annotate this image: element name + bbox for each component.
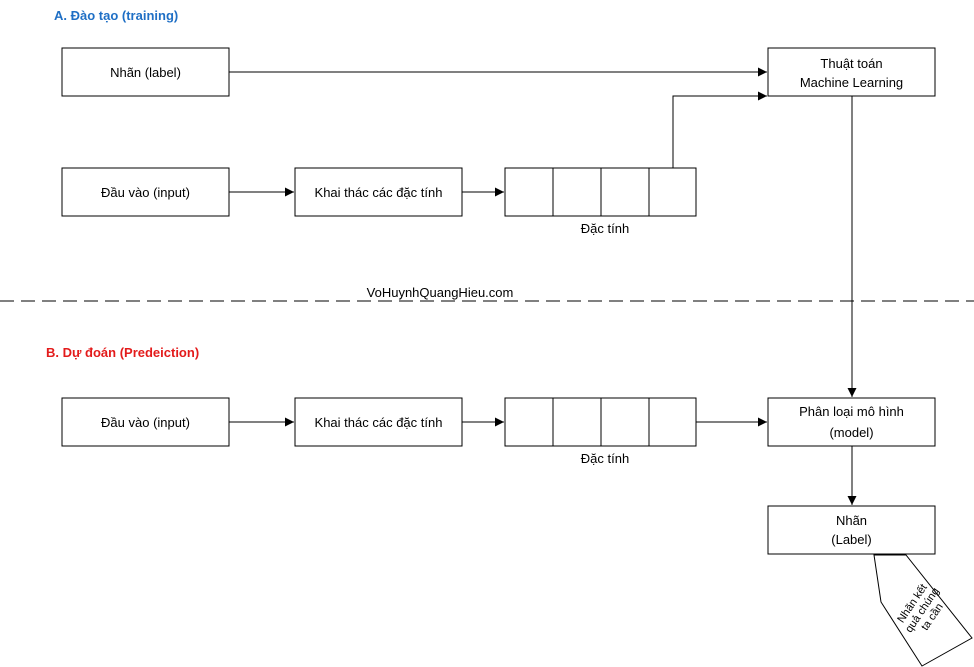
prediction-extract-box: Khai thác các đặc tính: [294, 397, 463, 447]
prediction-feature-vector: [504, 397, 697, 447]
prediction-features-caption: Đặc tính: [581, 451, 629, 466]
prediction-input-text: Đầu vào (input): [101, 415, 190, 430]
feature-cell: [552, 397, 602, 447]
training-feature-vector: [504, 167, 697, 217]
model-line1: Phân loại mô hình: [799, 404, 904, 419]
watermark-text: VoHuynhQuangHieu.com: [367, 285, 514, 300]
training-label-box: Nhãn (label): [61, 47, 230, 97]
training-features-caption: Đặc tính: [581, 221, 629, 236]
feature-cell: [504, 397, 554, 447]
training-label-text: Nhãn (label): [110, 65, 181, 80]
training-input-box: Đầu vào (input): [61, 167, 230, 217]
training-extract-text: Khai thác các đặc tính: [315, 185, 443, 200]
ml-algorithm-line1: Thuật toán: [820, 56, 882, 71]
training-input-text: Đầu vào (input): [101, 185, 190, 200]
prediction-input-box: Đầu vào (input): [61, 397, 230, 447]
feature-cell: [504, 167, 554, 217]
section-b-title: B. Dự đoán (Predeiction): [46, 345, 199, 360]
ml-algorithm-box: Thuật toán Machine Learning: [767, 47, 936, 97]
result-note-callout: Nhãn kết quả chúng ta cần: [873, 554, 973, 667]
output-label-line1: Nhãn: [836, 513, 867, 528]
model-line2: (model): [829, 425, 873, 440]
feature-cell: [600, 167, 650, 217]
feature-cell: [552, 167, 602, 217]
feature-cell: [648, 167, 697, 217]
model-box: Phân loại mô hình (model): [767, 397, 936, 447]
ml-algorithm-line2: Machine Learning: [800, 75, 903, 90]
output-label-box: Nhãn (Label): [767, 505, 936, 555]
section-a-title: A. Đào tạo (training): [54, 8, 178, 23]
training-extract-box: Khai thác các đặc tính: [294, 167, 463, 217]
prediction-extract-text: Khai thác các đặc tính: [315, 415, 443, 430]
output-label-line2: (Label): [831, 532, 871, 547]
arrow-features-to-algorithm: [672, 91, 767, 168]
feature-cell: [600, 397, 650, 447]
feature-cell: [648, 397, 697, 447]
